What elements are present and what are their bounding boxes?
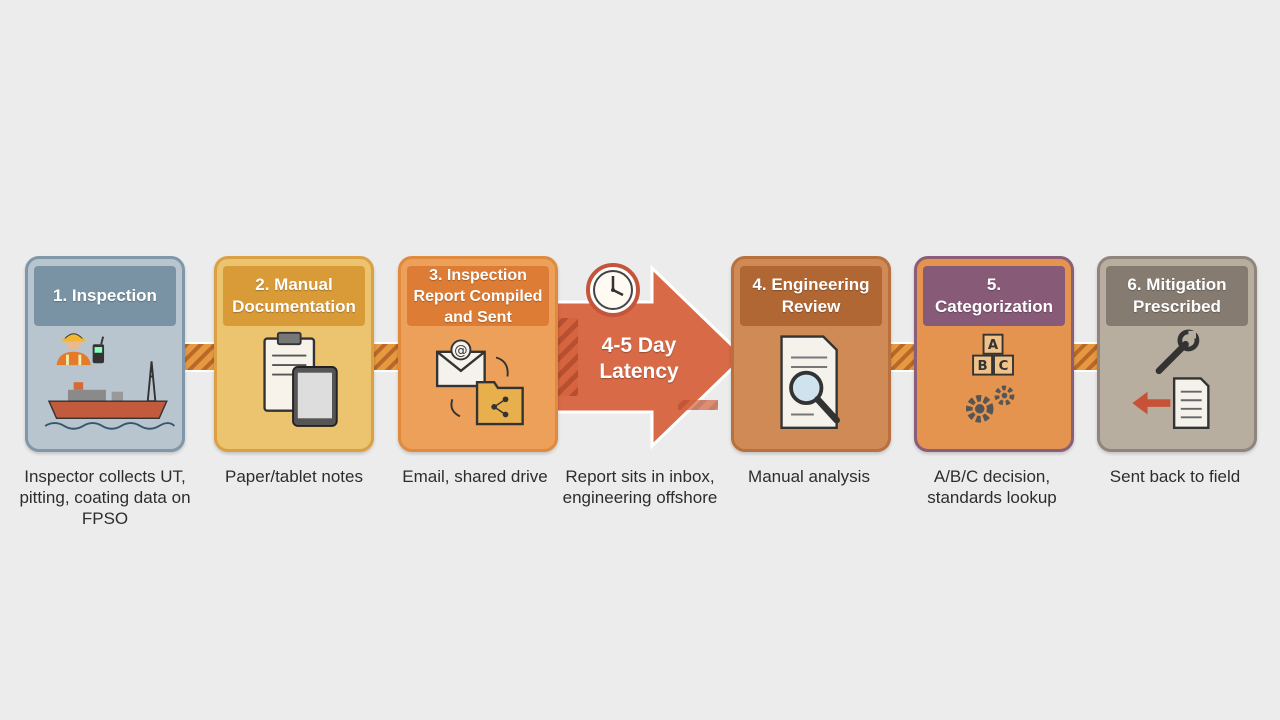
step-card-4: 4. Engineering Review xyxy=(731,256,891,452)
step-caption-4: Manual analysis xyxy=(748,467,870,486)
step-title-1: 1. Inspection xyxy=(34,266,176,326)
step-icon-5: A B C xyxy=(917,329,1071,443)
step-card-1: 1. Inspection xyxy=(25,256,185,452)
gears-icon xyxy=(965,385,1015,423)
email-icon: @ xyxy=(435,339,486,388)
step-icon-2 xyxy=(217,329,371,443)
document-icon xyxy=(1172,377,1210,429)
step-caption-5: A/B/C decision, standards lookup xyxy=(927,467,1057,507)
step-card-6: 6. Mitigation Prescribed xyxy=(1097,256,1257,452)
shared-folder-icon xyxy=(475,381,524,426)
step-caption-6: Sent back to field xyxy=(1109,467,1241,486)
abc-blocks-icon: A B C xyxy=(972,333,1014,376)
clock-icon xyxy=(586,263,640,317)
block-letter-b: B xyxy=(978,359,988,374)
step-title-3: 3. Inspection Report Compiled and Sent xyxy=(407,266,549,326)
svg-text:@: @ xyxy=(454,344,467,359)
latency-label: 4-5 Day Latency xyxy=(599,334,679,383)
block-letter-a: A xyxy=(988,338,999,353)
fpso-ship-icon xyxy=(44,361,176,430)
step-card-5: 5. Categorization A B C xyxy=(914,256,1074,452)
worker-icon xyxy=(56,333,91,366)
step-title-6: 6. Mitigation Prescribed xyxy=(1106,266,1248,326)
step-icon-3: @ xyxy=(401,329,555,443)
step-icon-6 xyxy=(1100,329,1254,443)
magnifier-document-icon xyxy=(734,329,888,443)
tablet-icon xyxy=(292,366,338,427)
radio-icon xyxy=(92,336,105,364)
step-title-4: 4. Engineering Review xyxy=(740,266,882,326)
step-card-3: 3. Inspection Report Compiled and Sent @ xyxy=(398,256,558,452)
wrench-icon xyxy=(1155,329,1200,375)
latency-caption: Report sits in inbox, engineering offsho… xyxy=(562,467,718,507)
block-letter-c: C xyxy=(999,359,1009,374)
step-caption-1: Inspector collects UT, pitting, coating … xyxy=(19,467,191,528)
step-icon-1 xyxy=(28,329,182,443)
return-arrow-icon xyxy=(1132,391,1171,415)
step-title-5: 5. Categorization xyxy=(923,266,1065,326)
step-caption-2: Paper/tablet notes xyxy=(225,467,363,486)
step-title-2: 2. Manual Documentation xyxy=(223,266,365,326)
step-caption-3: Email, shared drive xyxy=(402,467,548,486)
step-card-2: 2. Manual Documentation xyxy=(214,256,374,452)
